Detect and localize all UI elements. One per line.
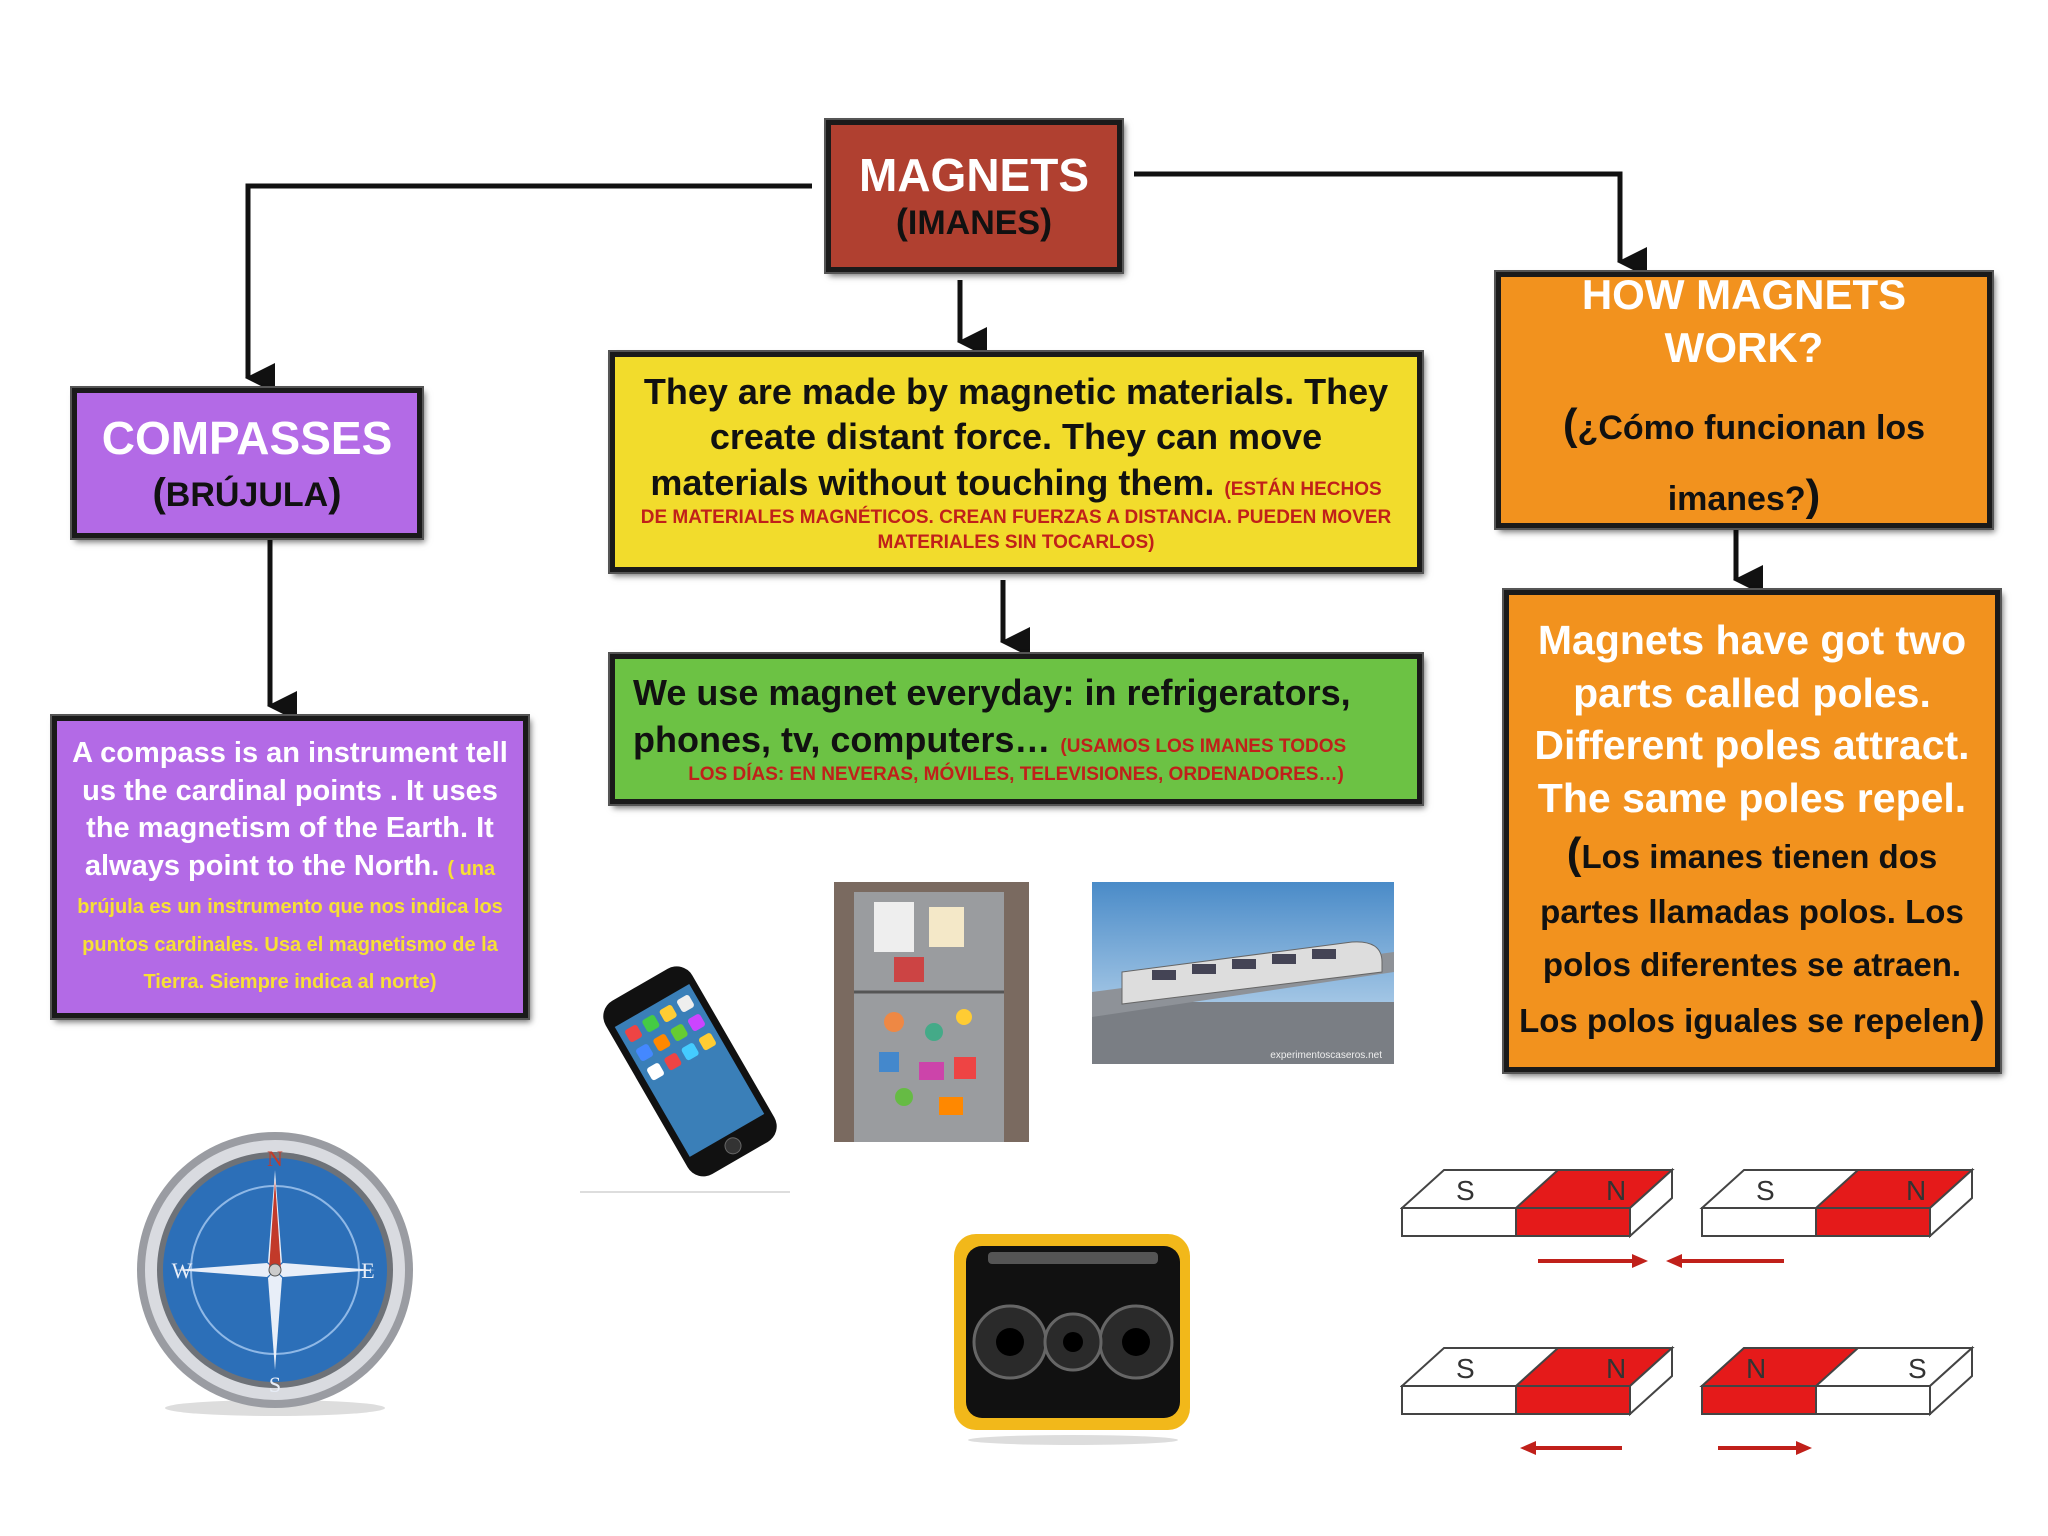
arrow-to-compasses bbox=[245, 183, 812, 393]
magnet-label: S bbox=[1456, 1175, 1475, 1206]
boombox-image bbox=[954, 1234, 1190, 1445]
compasses-title: COMPASSES bbox=[101, 411, 393, 464]
poles-box: Magnets have got two parts called poles.… bbox=[1504, 590, 2000, 1072]
page-subtitle: (IMANES) bbox=[895, 201, 1053, 243]
made-of-box: They are made by magnetic materials. The… bbox=[610, 352, 1422, 572]
magnet-poles-diagram: S N S N S N N S bbox=[1400, 1167, 1975, 1455]
compass-letter-w: W bbox=[172, 1258, 193, 1283]
compass-letter-s: S bbox=[269, 1372, 281, 1397]
poles-spanish: (Los imanes tienen dos partes llamadas p… bbox=[1519, 829, 1985, 1043]
compass-letter-n: N bbox=[267, 1146, 283, 1171]
how-magnets-work-title: HOW MAGNETS WORK? bbox=[1581, 271, 1907, 371]
magnet-label: S bbox=[1756, 1175, 1775, 1206]
magnet-label: N bbox=[1746, 1353, 1766, 1384]
title-box: MAGNETS (IMANES) bbox=[826, 120, 1122, 272]
magnet-label: N bbox=[1606, 1175, 1626, 1206]
compass-letter-e: E bbox=[361, 1258, 374, 1283]
how-magnets-work-subtitle: (¿Cómo funcionan los imanes?) bbox=[1562, 400, 1926, 520]
magnet-label: N bbox=[1906, 1175, 1926, 1206]
how-magnets-work-box: HOW MAGNETS WORK? (¿Cómo funcionan los i… bbox=[1496, 271, 1992, 528]
photo-watermark: experimentoscaseros.net bbox=[1270, 1050, 1382, 1061]
compasses-box: COMPASSES (BRÚJULA) bbox=[72, 388, 422, 538]
made-of-spanish: DE MATERIALES MAGNÉTICOS. CREAN FUERZAS … bbox=[640, 506, 1392, 553]
everyday-spanish: LOS DÍAS: EN NEVERAS, MÓVILES, TELEVISIO… bbox=[688, 764, 1344, 786]
compass-image: N S W E bbox=[137, 1132, 413, 1416]
magnet-label: N bbox=[1606, 1353, 1626, 1384]
phone-image bbox=[580, 966, 790, 1193]
compass-definition-text: A compass is an instrument tell us the c… bbox=[72, 737, 508, 994]
magnet-label: S bbox=[1908, 1353, 1927, 1384]
poles-english: Magnets have got two parts called poles.… bbox=[1519, 617, 1985, 1043]
page-title: MAGNETS bbox=[859, 148, 1089, 201]
made-of-text: They are made by magnetic materials. The… bbox=[643, 370, 1389, 504]
compasses-subtitle: (BRÚJULA) bbox=[152, 470, 342, 515]
fridge-image bbox=[834, 882, 1029, 1142]
everyday-text: We use magnet everyday: in refrigerators… bbox=[633, 671, 1351, 760]
maglev-train-image: experimentoscaseros.net bbox=[1092, 882, 1394, 1064]
magnet-label: S bbox=[1456, 1353, 1475, 1384]
arrow-to-how bbox=[1134, 171, 1647, 277]
everyday-box: We use magnet everyday: in refrigerators… bbox=[610, 654, 1422, 804]
compass-definition-box: A compass is an instrument tell us the c… bbox=[52, 716, 528, 1018]
